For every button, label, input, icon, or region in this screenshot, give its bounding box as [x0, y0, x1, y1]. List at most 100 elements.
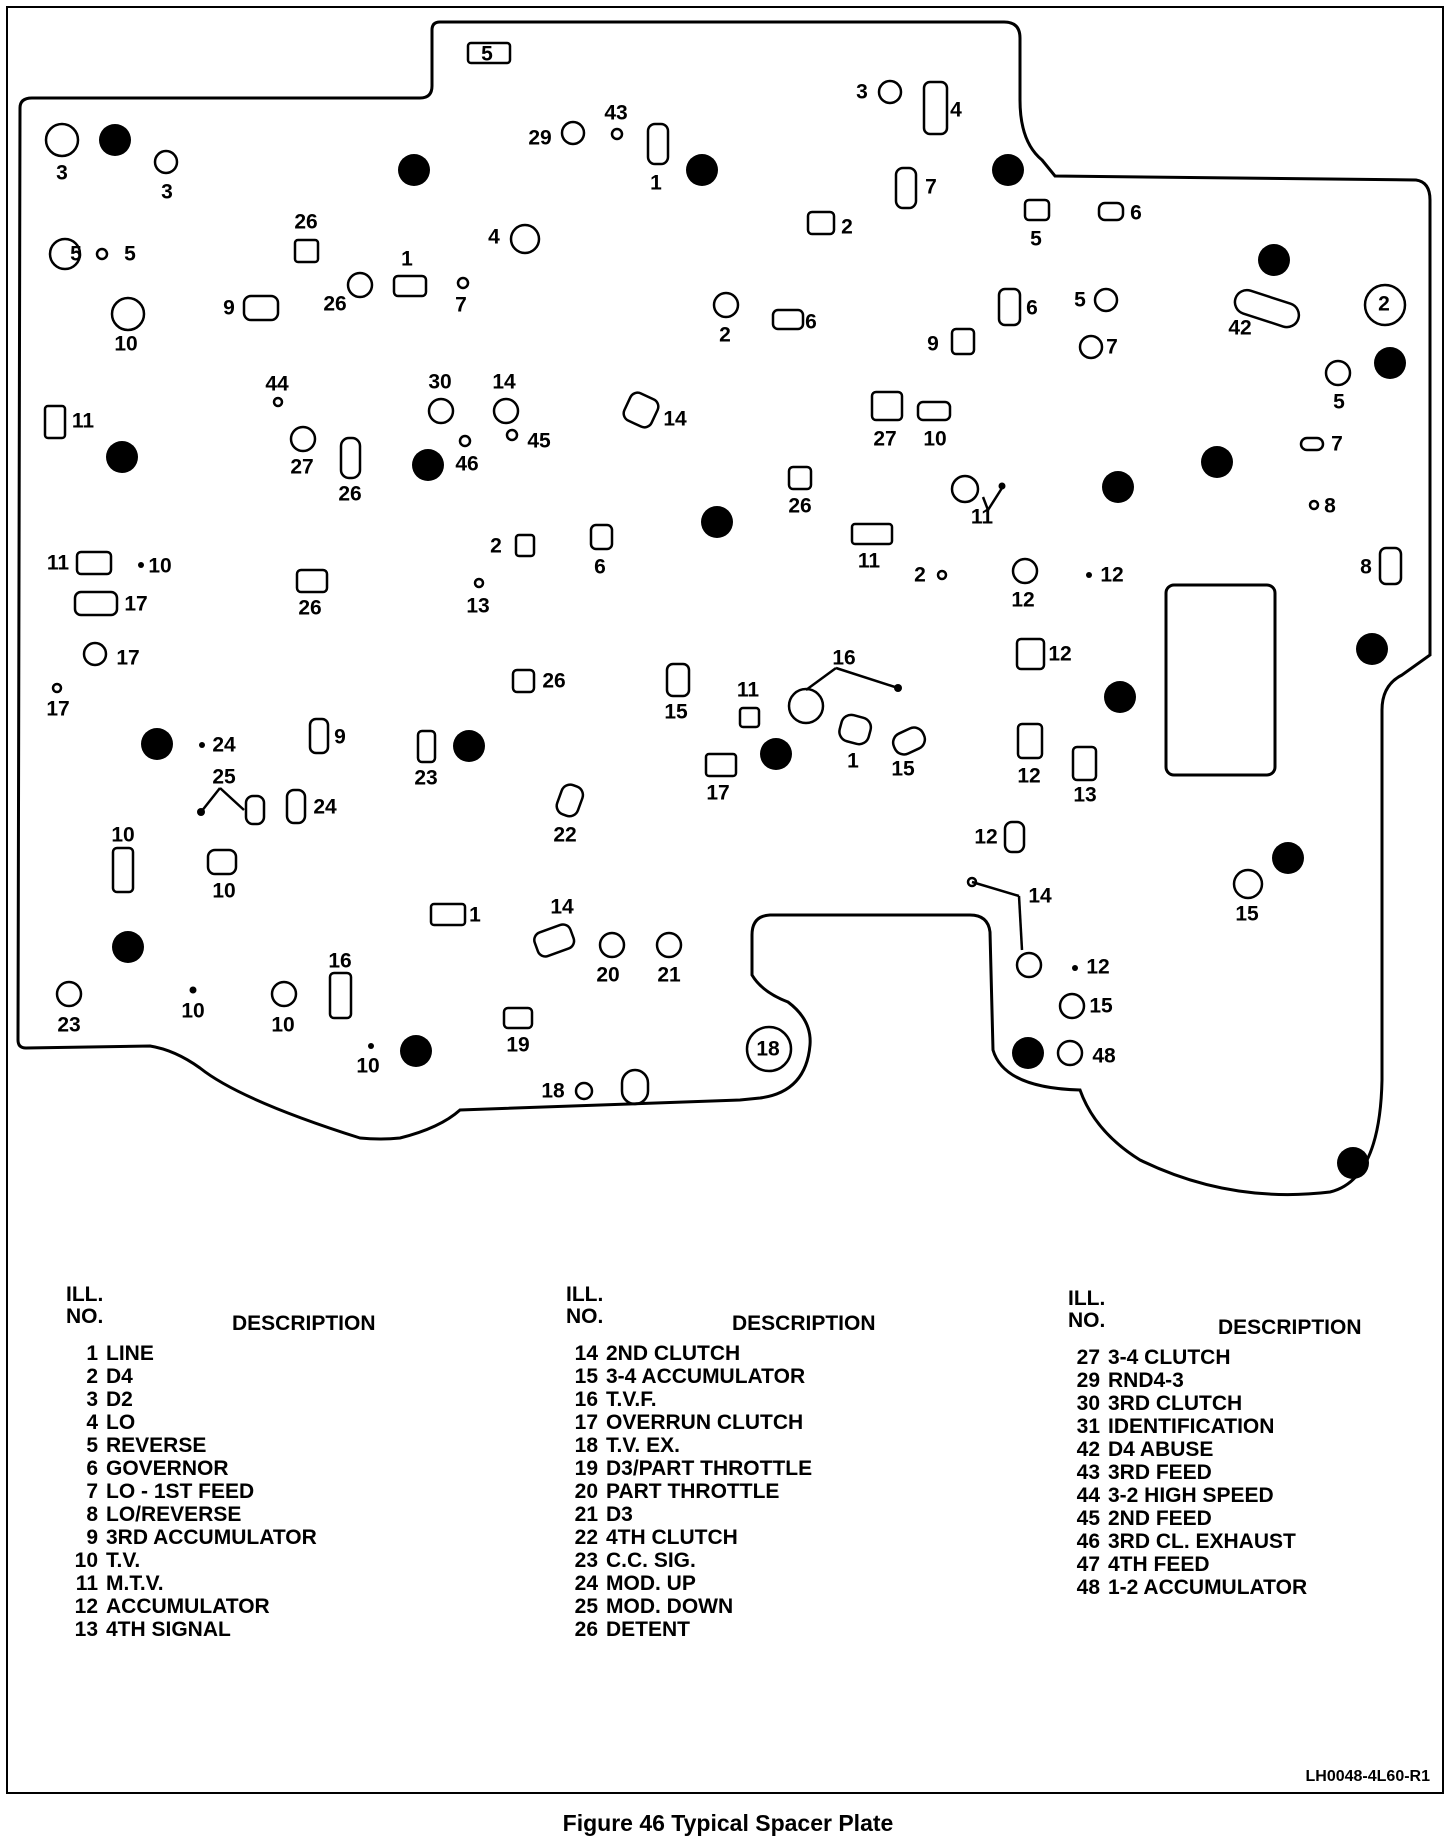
legend-item-description: RND4-3 — [1108, 1369, 1184, 1392]
legend-item-number: 23 — [574, 1549, 598, 1572]
hole-label: 24 — [313, 796, 337, 819]
hole-label: 26 — [542, 670, 565, 693]
hole-label: 15 — [891, 758, 915, 781]
hole-label: 23 — [414, 767, 437, 790]
hole-label: 9 — [334, 726, 346, 749]
hole-label: 10 — [271, 1014, 294, 1037]
hole-label: 48 — [1092, 1045, 1116, 1068]
hole-label: 22 — [553, 824, 576, 847]
filled-hole — [112, 931, 144, 963]
filled-hole — [1201, 446, 1233, 478]
hole-label: 10 — [923, 428, 946, 451]
legend-header: ILL. NO. DESCRIPTION — [566, 1284, 876, 1342]
legend-item-description: 3-4 ACCUMULATOR — [606, 1365, 806, 1388]
legend-item-description: OVERRUN CLUTCH — [606, 1411, 804, 1434]
legend-item-number: 31 — [1076, 1415, 1100, 1438]
hole-label: 6 — [1026, 297, 1038, 320]
hole-label: 17 — [46, 698, 69, 721]
legend-item-number: 42 — [1076, 1438, 1100, 1461]
leader-lines — [200, 487, 1024, 951]
filled-hole — [412, 449, 444, 481]
legend-header: ILL. NO. DESCRIPTION — [1068, 1288, 1362, 1346]
legend-item-number: 11 — [75, 1572, 98, 1595]
hole-label: 26 — [298, 597, 321, 620]
legend-item-description: GOVERNOR — [106, 1457, 229, 1480]
hole-label: 16 — [832, 647, 855, 670]
legend-item: 11 M.T.V. — [66, 1572, 317, 1595]
description-label: DESCRIPTION — [732, 1312, 876, 1335]
hole-label: 4 — [488, 226, 500, 249]
legend-item-number: 5 — [86, 1434, 98, 1457]
legend-item-description: 4TH SIGNAL — [106, 1618, 231, 1641]
hole-label: 12 — [1086, 956, 1109, 979]
filled-hole — [398, 154, 430, 186]
hole-label: 13 — [466, 595, 489, 618]
filled-hole — [141, 728, 173, 760]
hole-label: 12 — [1048, 643, 1071, 666]
legend-item-description: LO - 1ST FEED — [106, 1480, 255, 1503]
legend-item-description: D3 — [606, 1503, 633, 1526]
legend-item-number: 22 — [574, 1526, 598, 1549]
legend-item-number: 2 — [86, 1365, 98, 1388]
no-label: NO. — [66, 1305, 104, 1328]
hole-label: 27 — [290, 456, 313, 479]
legend-item-description: T.V. — [106, 1549, 141, 1572]
hole-label: 13 — [1073, 784, 1096, 807]
legend-item-description: 3RD FEED — [1108, 1461, 1212, 1484]
legend-item-number: 20 — [574, 1480, 598, 1503]
legend-item-number: 26 — [574, 1618, 598, 1641]
hole-label: 14 — [1028, 885, 1052, 908]
legend-item-number: 13 — [74, 1618, 98, 1641]
hole-label: 46 — [455, 453, 478, 476]
hole-label: 26 — [788, 495, 811, 518]
filled-hole — [453, 730, 485, 762]
no-label: NO. — [1068, 1309, 1106, 1332]
legend-item-description: 3RD CL. EXHAUST — [1108, 1530, 1296, 1553]
small-dots — [138, 562, 1092, 1049]
hole-label: 45 — [527, 430, 551, 453]
hole-label: 11 — [72, 410, 95, 433]
legend-item-description: MOD. DOWN — [606, 1595, 734, 1618]
hole-label: 14 — [492, 371, 516, 394]
open-holes — [44, 79, 1407, 1101]
hole-label: 6 — [594, 556, 606, 579]
hole-label: 4 — [950, 99, 962, 122]
legend-item-number: 30 — [1076, 1392, 1100, 1415]
legend-item-number: 3 — [86, 1388, 98, 1411]
hole-label: 23 — [57, 1014, 80, 1037]
legend-item-number: 7 — [86, 1480, 98, 1503]
hole-label: 2 — [719, 324, 731, 347]
legend-item-number: 29 — [1076, 1369, 1100, 1392]
legend-item-description: 2ND FEED — [1108, 1507, 1212, 1530]
hole-label: 17 — [116, 647, 139, 670]
hole-label: 26 — [338, 483, 361, 506]
hole-label: 19 — [506, 1034, 529, 1057]
legend-item-number: 4 — [86, 1411, 98, 1434]
hole-label: 42 — [1228, 317, 1251, 340]
legend-item: 7 LO - 1ST FEED — [66, 1480, 317, 1503]
legend-item-description: 4TH FEED — [1108, 1553, 1210, 1576]
plate-outline — [16, 20, 1432, 1197]
legend-item-number: 16 — [574, 1388, 598, 1411]
legend-item-description: M.T.V. — [106, 1572, 164, 1595]
hole-label: 26 — [323, 293, 346, 316]
hole-label: 11 — [47, 552, 70, 575]
hole-label: 5 — [1074, 289, 1086, 312]
hole-label: 1 — [650, 172, 662, 195]
hole-label: 2 — [1378, 293, 1390, 316]
